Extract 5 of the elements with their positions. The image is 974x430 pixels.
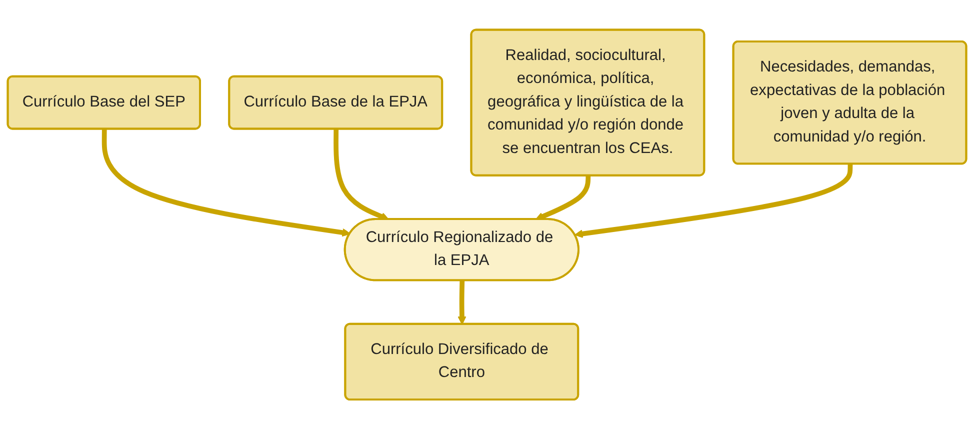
arrow (102, 130, 350, 238)
arrow (334, 130, 390, 221)
arrow (458, 280, 466, 326)
arrow (535, 176, 591, 221)
arrow (574, 164, 853, 238)
